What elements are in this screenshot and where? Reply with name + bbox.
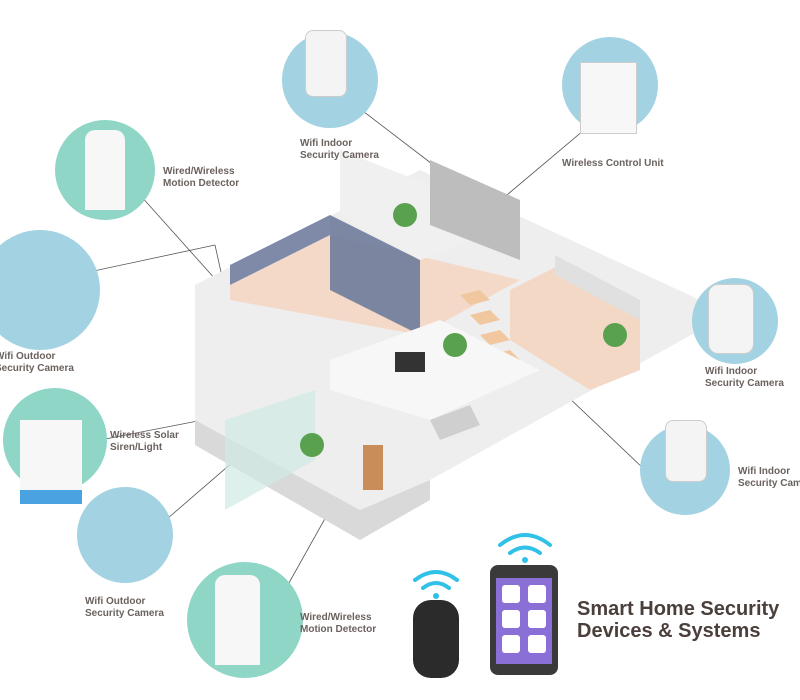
camera-body <box>708 284 754 354</box>
control-unit-body <box>580 62 637 134</box>
device-label: Wireless Control Unit <box>562 158 664 169</box>
camera-body <box>665 420 707 482</box>
motion-detector-body <box>215 575 260 665</box>
outdoor-camera-icon <box>77 487 173 583</box>
outdoor-camera-icon <box>0 230 100 350</box>
siren-body <box>20 420 82 504</box>
camera-body <box>305 30 347 97</box>
motion-detector-body <box>85 130 125 210</box>
